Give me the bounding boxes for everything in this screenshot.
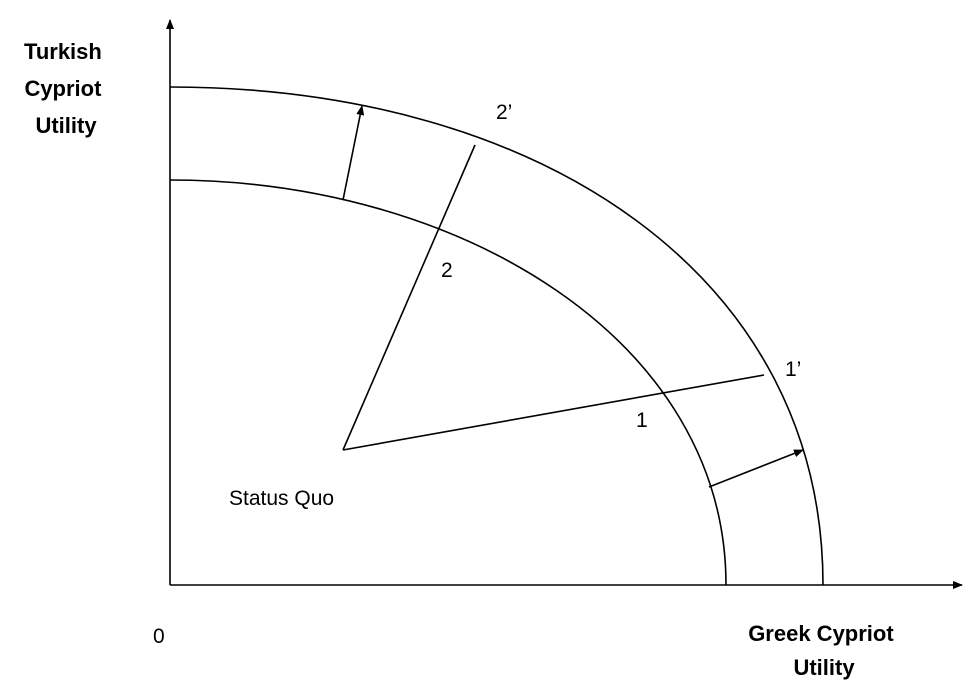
outer-frontier-curve bbox=[169, 86, 824, 586]
y-axis-title-line-3: Utility bbox=[35, 113, 97, 138]
y-axis-title-line-1: Turkish bbox=[24, 39, 102, 64]
point-2-prime-label: 2’ bbox=[496, 101, 512, 124]
point-1-label: 1 bbox=[636, 409, 648, 432]
shift-arrow-lower bbox=[708, 449, 804, 488]
y-axis-title-line-2: Cypriot bbox=[24, 76, 102, 101]
shift-arrow-upper bbox=[342, 105, 365, 201]
x-axis-title-line-1: Greek Cypriot bbox=[748, 621, 894, 646]
y-axis-title: Turkish Cypriot Utility bbox=[24, 39, 108, 138]
ray-to-point-1-prime bbox=[342, 374, 765, 451]
x-axis-title-line-2: Utility bbox=[793, 655, 855, 680]
point-1-prime-label: 1’ bbox=[785, 358, 801, 381]
x-axis-title: Greek Cypriot Utility bbox=[748, 621, 900, 680]
inner-frontier-curve bbox=[169, 179, 727, 586]
origin-label: 0 bbox=[153, 625, 165, 648]
ray-to-point-2-prime bbox=[342, 144, 476, 451]
point-2-label: 2 bbox=[441, 259, 453, 282]
status-quo-label: Status Quo bbox=[229, 487, 334, 510]
